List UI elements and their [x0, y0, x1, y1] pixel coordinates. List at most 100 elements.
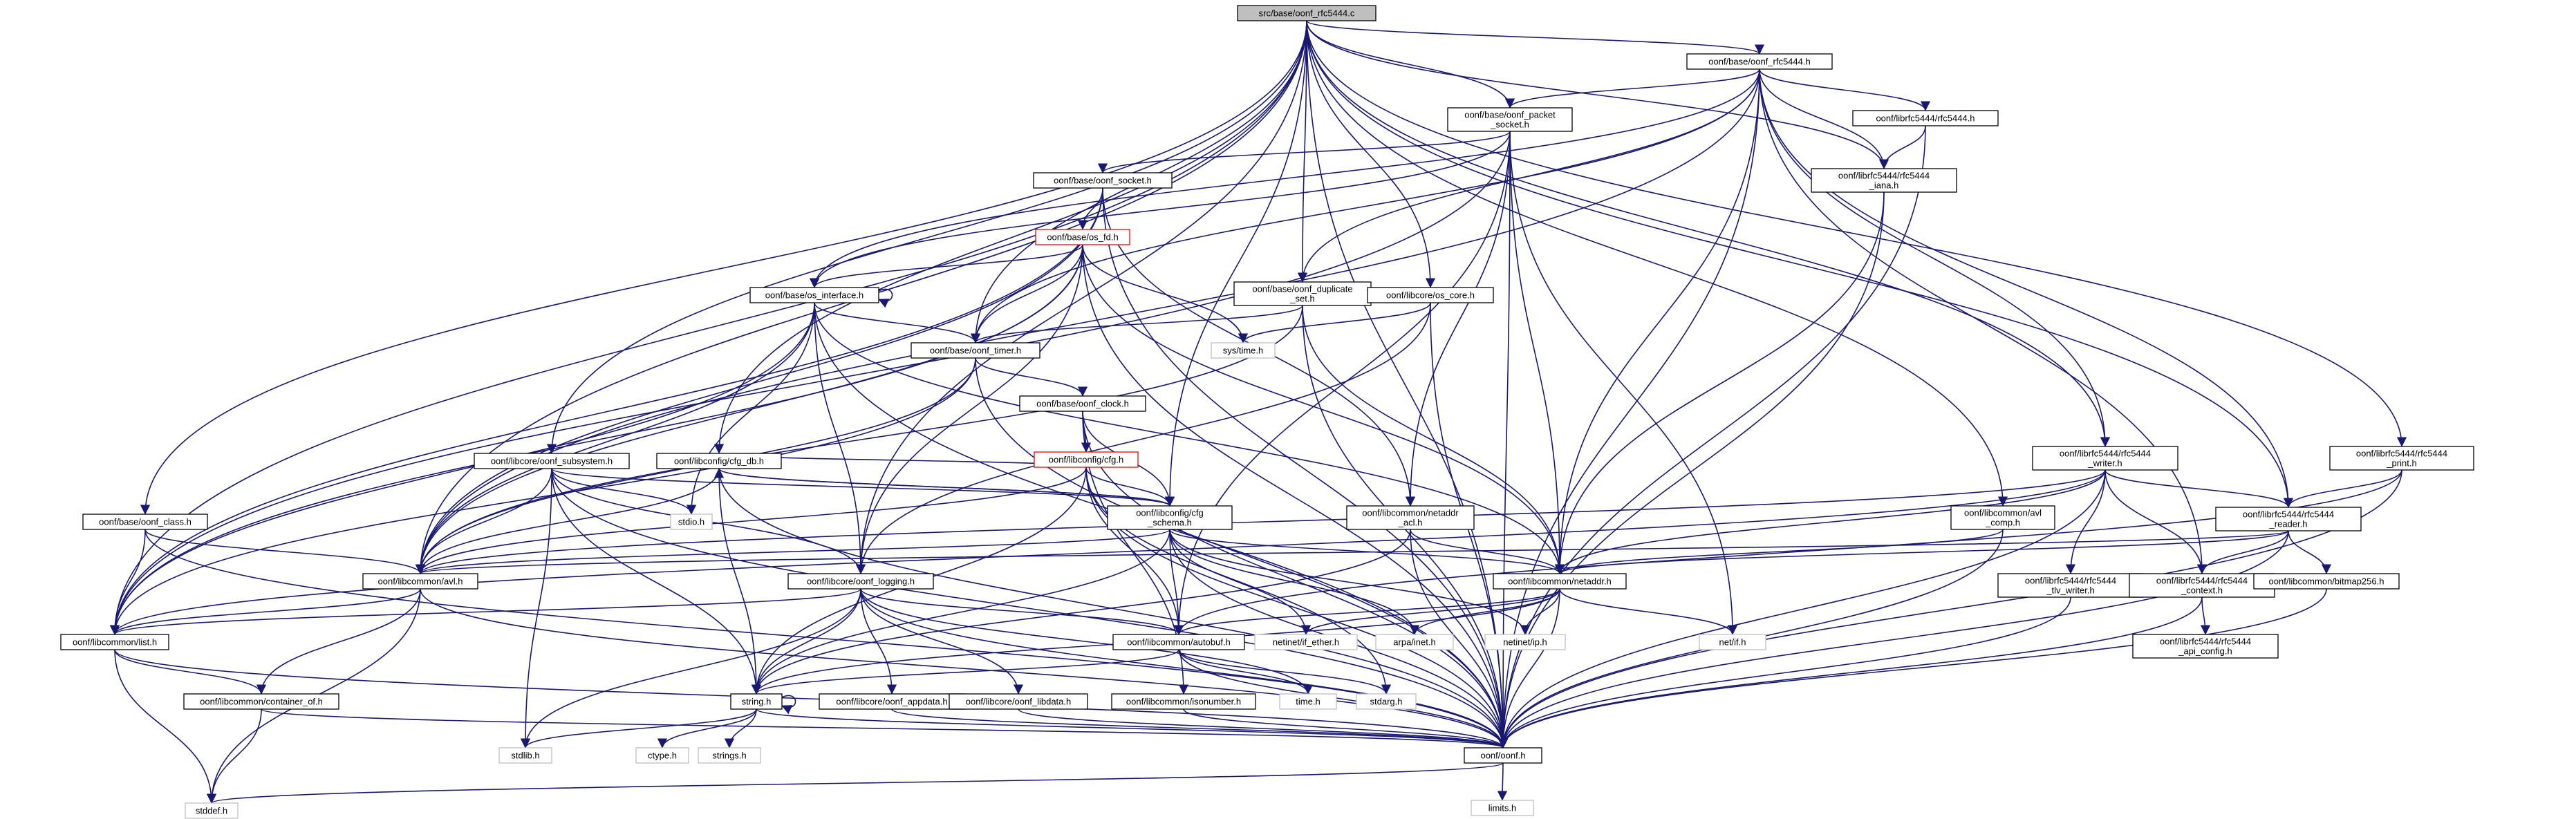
dependency-edge-os_interface-to-stdio	[686, 302, 815, 515]
dependency-edge-oonf_class-to-avl_h	[144, 529, 426, 574]
dependency-edge-oonf_h-to-limits	[1497, 762, 1508, 801]
node-os_core[interactable]: oonf/libcore/os_core.h	[1367, 287, 1494, 303]
node-container_of[interactable]: oonf/libcommon/container_of.h	[183, 693, 339, 710]
dependency-edge-autobuf-to-time_h	[1178, 649, 1314, 695]
node-rfc5444_iana[interactable]: oonf/librfc5444/rfc5444_iana.h	[1811, 168, 1957, 193]
node-stdarg: stdarg.h	[1356, 693, 1417, 710]
node-oonf_h[interactable]: oonf/oonf.h	[1464, 747, 1542, 764]
node-oonf_socket[interactable]: oonf/base/oonf_socket.h	[1033, 172, 1173, 189]
node-root[interactable]: src/base/oonf_rfc5444.c	[1237, 5, 1376, 21]
dependency-edge-rfc5444_context-to-oonf_h	[1497, 596, 2203, 749]
node-oonf_timer[interactable]: oonf/base/oonf_timer.h	[911, 342, 1040, 359]
node-avl_h[interactable]: oonf/libcommon/avl.h	[362, 573, 478, 590]
node-label-stdlib: stdlib.h	[511, 751, 539, 761]
node-label-cfg_db: oonf/libconfig/cfg_db.h	[674, 456, 764, 467]
dependency-edge-rfc5444_reader-to-avl_h	[416, 530, 2289, 574]
node-label-oonf_class: oonf/base/oonf_class.h	[99, 517, 192, 527]
dependency-edge-autobuf-to-string_h	[752, 649, 1179, 695]
dependency-edge-avl_h-to-oonf_h	[420, 588, 1509, 749]
node-box-autobuf	[1112, 634, 1245, 650]
node-label-oonf_subsystem: oonf/libcore/oonf_subsystem.h	[491, 456, 613, 467]
dependency-edge-lib_rfc5444-to-oonf_h	[1497, 125, 1926, 749]
node-isonumber[interactable]: oonf/libcommon/isonumber.h	[1111, 693, 1256, 710]
dependency-edge-rfc5444_print-to-autobuf	[1174, 469, 2402, 635]
node-avl_comp[interactable]: oonf/libcommon/avl_comp.h	[1950, 505, 2055, 530]
dependency-edge-oonf_subsystem-to-cfg_schema	[551, 468, 1175, 507]
dependency-edge-netaddr_h-to-arpa_inet	[1409, 588, 1560, 635]
dependency-edge-os_interface-to-oonf_timer	[814, 302, 981, 343]
node-lib_rfc5444[interactable]: oonf/librfc5444/rfc5444.h	[1852, 110, 1999, 126]
node-oonf_subsystem[interactable]: oonf/libcore/oonf_subsystem.h	[474, 453, 630, 469]
dependency-edge-avl_h-to-list_h	[109, 588, 421, 635]
node-rfc5444_context[interactable]: oonf/librfc5444/rfc5444_context.h	[2129, 573, 2275, 598]
node-oonf_libdata[interactable]: oonf/libcore/oonf_libdata.h	[949, 693, 1088, 710]
dependency-edge-os_interface-to-avl_h	[415, 302, 815, 574]
node-box-oonf_clock	[1019, 395, 1146, 412]
node-label-api_config-line-1: _api_config.h	[2178, 646, 2232, 657]
node-box-netinet_ip	[1484, 634, 1566, 650]
node-rfc5444_print[interactable]: oonf/librfc5444/rfc5444_print.h	[2329, 446, 2474, 471]
node-oonf_clock[interactable]: oonf/base/oonf_clock.h	[1019, 395, 1146, 412]
node-duplicate_set[interactable]: oonf/base/oonf_duplicate_set.h	[1233, 281, 1372, 306]
node-label-oonf_libdata: oonf/libcore/oonf_libdata.h	[966, 697, 1072, 707]
dependency-edge-netaddr_h-to-autobuf	[1174, 588, 1560, 635]
dependency-edge-root-to-rfc5444_writer	[1306, 20, 2111, 447]
dependency-edge-rfc5444_reader-to-bitmap256	[2288, 530, 2332, 574]
node-arpa_inet: arpa/inet.h	[1375, 634, 1454, 650]
dependency-edge-container_of-to-stddef	[206, 708, 262, 804]
dependency-edge-root-to-rfc5444h	[1306, 20, 1764, 55]
dependency-edge-oonf_logging-to-oonf_appdata	[860, 588, 897, 695]
node-tlv_writer[interactable]: oonf/librfc5444/rfc5444_tlv_writer.h	[1997, 573, 2144, 598]
node-label-rfc5444_writer-line-0: oonf/librfc5444/rfc5444	[2060, 449, 2151, 459]
dependency-edge-oonf_subsystem-to-stdlib	[520, 468, 552, 749]
node-label-time_h: time.h	[1296, 697, 1320, 707]
node-box-os_core	[1367, 287, 1494, 303]
node-stdio: stdio.h	[670, 514, 713, 530]
node-netaddr_h[interactable]: oonf/libcommon/netaddr.h	[1493, 573, 1627, 590]
node-box-container_of	[183, 693, 339, 710]
node-autobuf[interactable]: oonf/libcommon/autobuf.h	[1112, 634, 1245, 650]
node-rfc5444_reader[interactable]: oonf/librfc5444/rfc5444_reader.h	[2215, 507, 2362, 531]
dependency-edge-cfg_schema-to-avl_h	[416, 529, 1170, 574]
dependency-edge-packet_socket-to-net_if	[1509, 131, 1738, 635]
node-cfg_schema[interactable]: oonf/libconfig/cfg_schema.h	[1107, 505, 1233, 530]
node-cfg_h[interactable]: oonf/libconfig/cfg.h	[1034, 451, 1139, 468]
node-oonf_class[interactable]: oonf/base/oonf_class.h	[82, 514, 208, 530]
node-os_fd[interactable]: oonf/base/os_fd.h	[1035, 229, 1130, 245]
dependency-edge-root-to-oonf_class	[140, 20, 1307, 515]
dependency-edge-oonf_subsystem-to-avl_h	[415, 468, 552, 574]
node-box-sys_time	[1211, 342, 1276, 359]
node-label-api_config-line-0: oonf/librfc5444/rfc5444	[2160, 637, 2251, 647]
dependency-edge-os_fd-to-sys_time	[1082, 244, 1249, 343]
dependency-edge-rfc5444h-to-lib_rfc5444	[1759, 68, 1931, 111]
node-label-rfc5444_iana-line-0: oonf/librfc5444/rfc5444	[1838, 171, 1930, 181]
node-rfc5444h[interactable]: oonf/base/oonf_rfc5444.h	[1686, 53, 1833, 70]
node-box-rfc5444_reader	[2215, 507, 2362, 531]
node-label-duplicate_set-line-0: oonf/base/oonf_duplicate	[1252, 284, 1352, 294]
node-bitmap256[interactable]: oonf/libcommon/bitmap256.h	[2253, 573, 2400, 590]
dependency-edge-lib_rfc5444-to-rfc5444_iana	[1878, 125, 1926, 169]
node-list_h[interactable]: oonf/libcommon/list.h	[60, 634, 169, 650]
node-cfg_db[interactable]: oonf/libconfig/cfg_db.h	[656, 453, 782, 469]
dependency-edge-string_h-to-strings	[724, 708, 757, 749]
dependency-edge-packet_socket-to-autobuf	[1173, 131, 1511, 635]
node-box-oonf_class	[82, 514, 208, 530]
dependency-edge-avl_h-to-container_of	[256, 588, 421, 695]
node-label-oonf_socket: oonf/base/oonf_socket.h	[1054, 176, 1152, 186]
node-api_config[interactable]: oonf/librfc5444/rfc5444_api_config.h	[2132, 634, 2279, 659]
node-label-autobuf: oonf/libcommon/autobuf.h	[1127, 637, 1231, 648]
dependency-edge-root-to-oonf_h	[1306, 20, 1509, 749]
node-os_interface[interactable]: oonf/base/os_interface.h	[749, 287, 879, 303]
node-packet_socket[interactable]: oonf/base/oonf_packet_socket.h	[1447, 107, 1573, 132]
node-label-arpa_inet: arpa/inet.h	[1393, 637, 1435, 648]
node-oonf_appdata[interactable]: oonf/libcore/oonf_appdata.h	[819, 693, 965, 710]
dependency-edge-autobuf-to-oonf_h	[1178, 649, 1509, 749]
node-rfc5444_writer[interactable]: oonf/librfc5444/rfc5444_writer.h	[2032, 446, 2178, 471]
node-string_h[interactable]: string.h	[730, 693, 783, 710]
node-label-rfc5444h: oonf/base/oonf_rfc5444.h	[1708, 57, 1810, 67]
node-netaddr_acl[interactable]: oonf/libcommon/netaddr_acl.h	[1346, 505, 1475, 530]
node-box-stdarg	[1356, 693, 1417, 710]
node-box-tlv_writer	[1997, 573, 2144, 598]
dependency-edge-netaddr_acl-to-oonf_h	[1410, 529, 1509, 749]
node-oonf_logging[interactable]: oonf/libcore/oonf_logging.h	[787, 573, 934, 590]
